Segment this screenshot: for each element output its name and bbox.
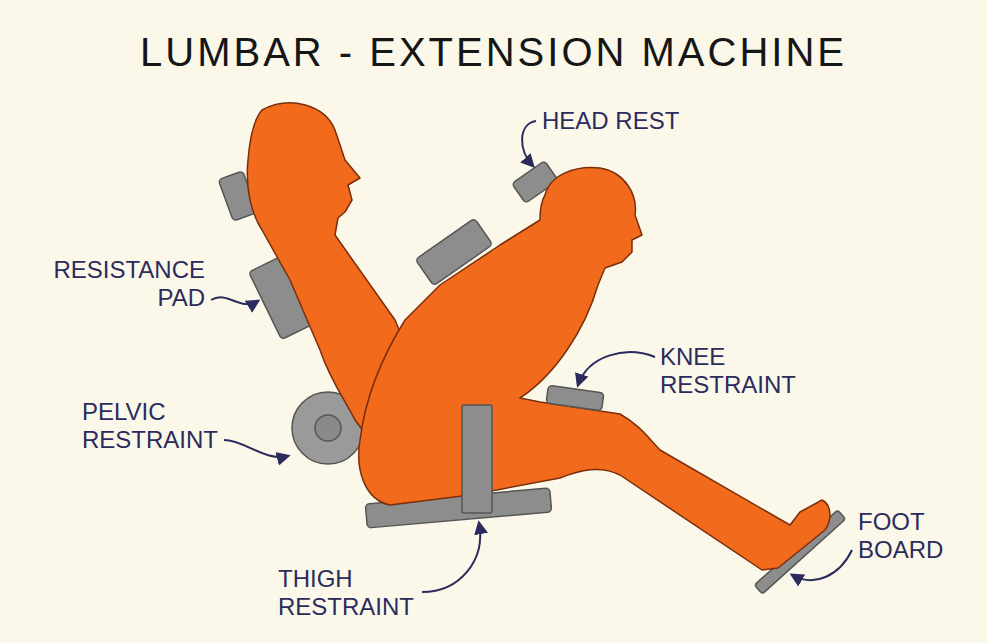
part-label: FOOT BOARD <box>858 508 943 564</box>
leader-arrow <box>578 352 655 385</box>
leader-arrow <box>211 297 258 304</box>
part-label: RESISTANCE PAD <box>53 256 205 312</box>
leader-arrow <box>422 523 480 592</box>
part-label: PELVIC RESTRAINT <box>82 398 218 454</box>
leader-arrow <box>224 440 288 457</box>
knee-restraint-pad <box>546 385 604 411</box>
leader-arrow <box>522 121 536 166</box>
roller-hub <box>315 415 341 441</box>
part-label: THIGH RESTRAINT <box>278 565 414 621</box>
figure-leaning-forward <box>359 167 830 570</box>
thigh-restraint-strap <box>462 405 492 513</box>
part-label: KNEE RESTRAINT <box>660 343 796 399</box>
part-label: HEAD REST <box>542 107 679 135</box>
leader-arrow <box>792 550 852 580</box>
diagram-title: LUMBAR - EXTENSION MACHINE <box>0 28 987 76</box>
